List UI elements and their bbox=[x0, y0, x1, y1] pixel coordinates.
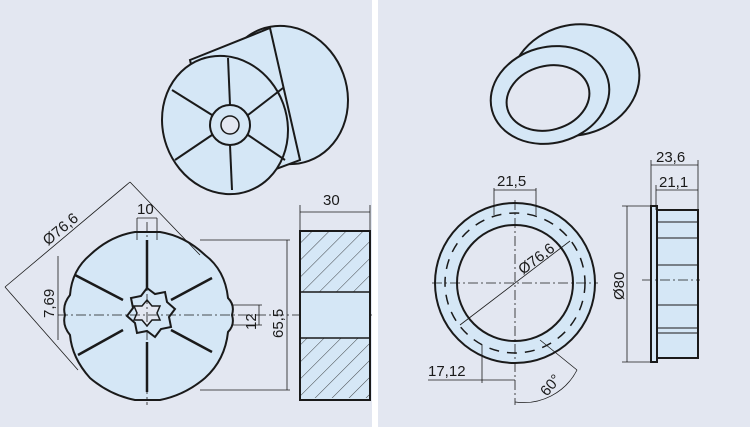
dim-height: 65,5 bbox=[270, 309, 287, 338]
dim-slot-width: 10 bbox=[137, 201, 154, 218]
left-front-view bbox=[4, 181, 375, 405]
dim-body-width: 21,1 bbox=[659, 174, 688, 191]
dim-total-width: 23,6 bbox=[656, 149, 685, 166]
panel-divider bbox=[372, 0, 378, 427]
right-isometric-view bbox=[489, 23, 641, 145]
dim-tooth-span: 21,5 bbox=[497, 173, 526, 190]
dim-notch-depth: 7,69 bbox=[41, 289, 58, 318]
left-side-view bbox=[299, 205, 371, 401]
right-front-view bbox=[428, 188, 598, 405]
dim-key-width: 12 bbox=[243, 313, 260, 330]
dim-offset: 17,12 bbox=[428, 363, 466, 380]
dim-length: 30 bbox=[323, 192, 340, 209]
left-isometric-view bbox=[161, 24, 349, 196]
right-side-view bbox=[622, 160, 700, 363]
dim-outer-diameter: Ø80 bbox=[611, 272, 628, 300]
